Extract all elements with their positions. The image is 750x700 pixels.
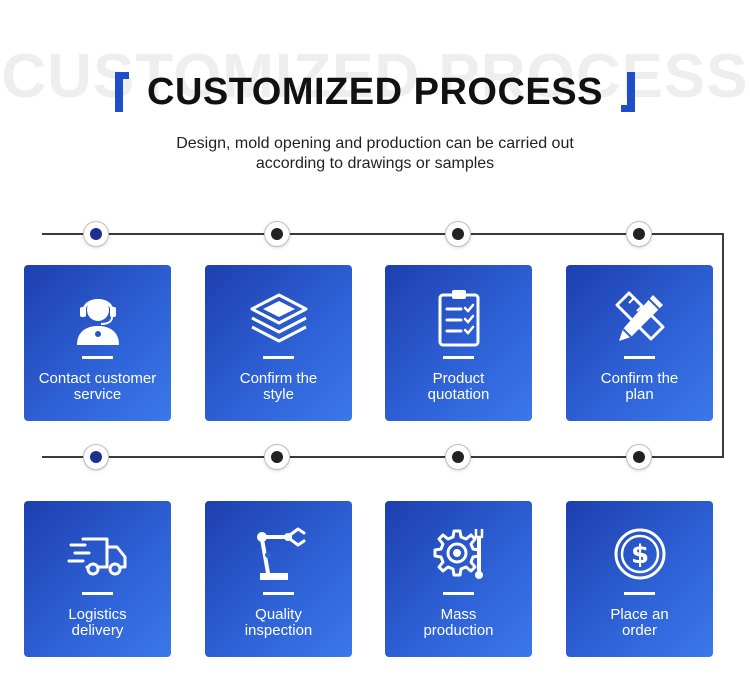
flow-node: [264, 221, 290, 247]
divider-bar: [82, 356, 113, 359]
flow-node: [445, 221, 471, 247]
flow-line-right-vertical: [722, 233, 724, 458]
layers-icon: [248, 289, 310, 347]
ruler-pencil-icon: [609, 289, 671, 347]
flow-node: [83, 221, 109, 247]
dollar-coin-icon: $: [609, 525, 671, 583]
flow-node: [83, 444, 109, 470]
divider-bar: [82, 592, 113, 595]
left-bracket-decoration: [115, 72, 133, 112]
flow-node: [264, 444, 290, 470]
customer-service-headset-icon: [67, 289, 129, 347]
page-title: CUSTOMIZED PROCESS: [147, 71, 603, 113]
page-subtitle: Design, mold opening and production can …: [0, 134, 750, 174]
divider-bar: [624, 356, 655, 359]
flow-node: [445, 444, 471, 470]
divider-bar: [263, 356, 294, 359]
delivery-truck-icon: [67, 525, 129, 583]
title-block: CUSTOMIZED PROCESS: [0, 72, 750, 112]
divider-bar: [443, 356, 474, 359]
subtitle-line-1: Design, mold opening and production can …: [176, 135, 574, 152]
flow-line-top: [42, 233, 724, 235]
subtitle-line-2: according to drawings or samples: [255, 155, 495, 172]
flow-node: [626, 444, 652, 470]
gear-wrench-icon: [428, 525, 490, 583]
flow-line-bottom: [42, 456, 724, 458]
divider-bar: [263, 592, 294, 595]
divider-bar: [624, 592, 655, 595]
svg-text:$: $: [631, 540, 649, 570]
right-bracket-decoration: [617, 72, 635, 112]
divider-bar: [443, 592, 474, 595]
clipboard-checklist-icon: [428, 289, 490, 347]
robotic-arm-icon: [248, 525, 310, 583]
flow-node: [626, 221, 652, 247]
